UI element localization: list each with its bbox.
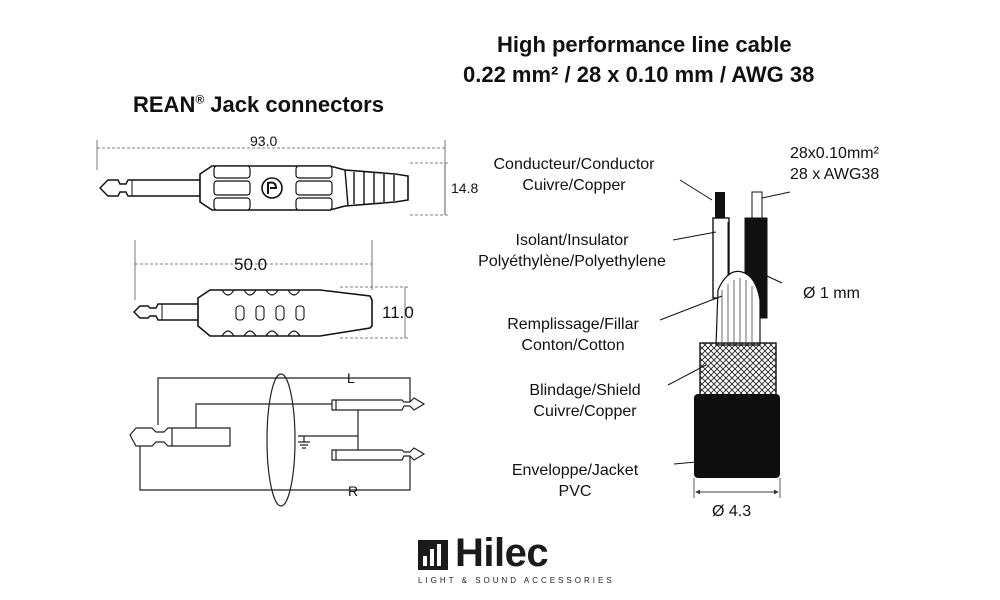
conductor-spec-line1: 28x0.10mm²: [790, 145, 879, 162]
brand-name: Hilec: [455, 531, 549, 575]
jacket-diameter-label: Ø 4.3: [712, 503, 752, 520]
cable-cross-section: [659, 179, 791, 498]
layer-filler-line2: Conton/Cotton: [521, 337, 625, 354]
brand-tagline: LIGHT & SOUND ACCESSORIES: [418, 576, 615, 585]
connectors-title: REAN® Jack connectors: [133, 92, 384, 118]
layer-conductor-line2: Cuivre/Copper: [522, 177, 626, 194]
wiring-schematic: [129, 373, 426, 507]
cable-title-line2: 0.22 mm² / 28 x 0.10 mm / AWG 38: [463, 62, 815, 87]
conductor-diameter-label: Ø 1 mm: [803, 285, 860, 302]
connectors-title-brand: REAN: [133, 92, 196, 117]
wiring-left-label: L: [347, 370, 355, 386]
layer-jacket-label: Enveloppe/Jacket PVC: [490, 460, 660, 502]
layer-conductor-line1: Conducteur/Conductor: [493, 156, 655, 173]
conductor-spec-line2: 28 x AWG38: [790, 166, 880, 183]
layer-insulator-line1: Isolant/Insulator: [515, 232, 629, 249]
registered-mark: ®: [195, 92, 205, 107]
layer-filler-line1: Remplissage/Fillar: [507, 316, 639, 333]
stereo-length-dimension: 50.0: [234, 255, 268, 274]
stereo-diameter-dimension: 11.0: [382, 303, 414, 322]
mono-length-dimension: 93.0: [250, 133, 278, 149]
cable-title-line1: High performance line cable: [497, 32, 792, 57]
layer-shield-line1: Blindage/Shield: [529, 382, 641, 399]
layer-insulator-label: Isolant/Insulator Polyéthylène/Polyethyl…: [452, 230, 692, 272]
layer-conductor-label: Conducteur/Conductor Cuivre/Copper: [474, 154, 674, 196]
layer-shield-line2: Cuivre/Copper: [533, 403, 637, 420]
stereo-jack-connector: [133, 240, 410, 339]
layer-insulator-line2: Polyéthylène/Polyethylene: [478, 253, 666, 270]
layer-jacket-line2: PVC: [558, 483, 592, 500]
connectors-title-suffix: Jack connectors: [204, 92, 384, 117]
layer-jacket-line1: Enveloppe/Jacket: [511, 462, 639, 479]
mono-diameter-dimension: 14.8: [451, 180, 479, 196]
layer-filler-label: Remplissage/Fillar Conton/Cotton: [488, 314, 658, 356]
mono-jack-connector: [96, 140, 450, 216]
conductor-spec-label: 28x0.10mm² 28 x AWG38: [790, 143, 879, 185]
layer-shield-label: Blindage/Shield Cuivre/Copper: [500, 380, 670, 422]
hilec-logo-mark: [418, 540, 448, 570]
wiring-right-label: R: [348, 483, 359, 499]
